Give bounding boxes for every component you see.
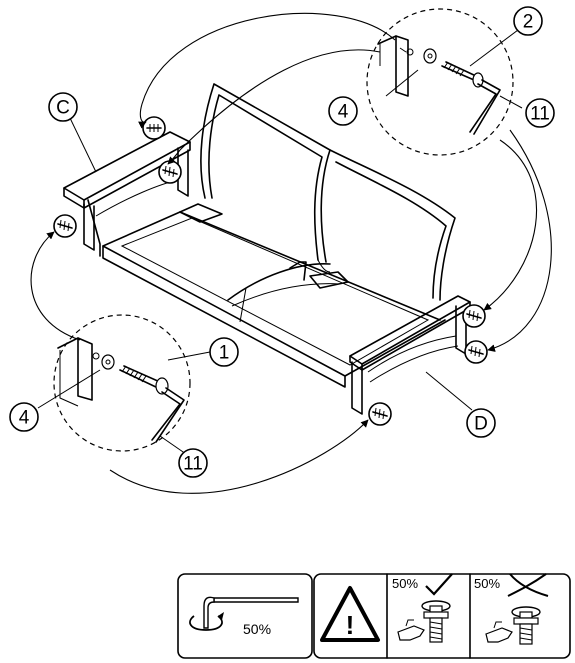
callout-d: D	[425, 371, 496, 438]
svg-text:11: 11	[530, 104, 550, 125]
svg-text:50%: 50%	[392, 576, 418, 591]
hex-key-top	[469, 79, 501, 135]
sofa-frame	[87, 83, 456, 388]
callout-bolt-top: 2	[469, 6, 543, 67]
bolt-spot-right-arm	[462, 304, 486, 328]
callout-key-top: 11	[525, 98, 555, 128]
callout-bolt-bottom: 1	[209, 337, 239, 367]
rotate-icon	[189, 612, 224, 631]
hand-icon	[485, 621, 513, 643]
legend-ok-example: 50%	[392, 573, 453, 643]
legend-warning-panel: ! 50% 50%	[313, 573, 571, 659]
tighten-percent-label: 50%	[243, 621, 271, 637]
bolt-bottom	[119, 365, 169, 395]
svg-text:4: 4	[19, 408, 30, 429]
callout-washer-bottom: 4	[9, 402, 39, 432]
detail-inset-top	[366, 8, 523, 156]
legend-tighten-panel: 50%	[177, 573, 313, 659]
bolt-spot-right-upper	[464, 340, 488, 364]
svg-text:D: D	[474, 414, 488, 435]
hand-icon	[397, 619, 425, 641]
check-icon	[425, 573, 453, 596]
washer-bottom	[101, 354, 115, 370]
svg-text:50%: 50%	[474, 576, 500, 591]
svg-text:1: 1	[219, 343, 230, 364]
svg-text:2: 2	[523, 12, 534, 33]
bolt-spot-left-arm	[158, 160, 182, 184]
washer-top	[423, 48, 437, 64]
bolt-location-markers	[53, 116, 488, 426]
warning-icon: !	[320, 586, 380, 642]
callout-key-bottom: 11	[178, 448, 208, 478]
armrest-c	[63, 131, 191, 251]
callout-c: C	[48, 92, 97, 173]
bolt-spot-right-leg	[368, 402, 392, 426]
bolt-spot-left-upper	[142, 116, 166, 140]
callout-washer-top: 4	[328, 96, 358, 126]
hex-key-bottom	[151, 387, 185, 443]
legend-bad-example: 50%	[474, 573, 549, 645]
hex-key-icon	[203, 596, 299, 629]
detail-inset-bottom	[37, 314, 211, 455]
cross-icon	[507, 573, 549, 597]
connector-arcs	[30, 12, 552, 494]
svg-text:C: C	[56, 98, 70, 119]
bolt-top	[441, 61, 484, 88]
svg-text:4: 4	[338, 102, 349, 123]
svg-text:11: 11	[183, 454, 203, 475]
bolt-spot-left-leg	[53, 214, 77, 238]
svg-text:!: !	[346, 610, 355, 640]
